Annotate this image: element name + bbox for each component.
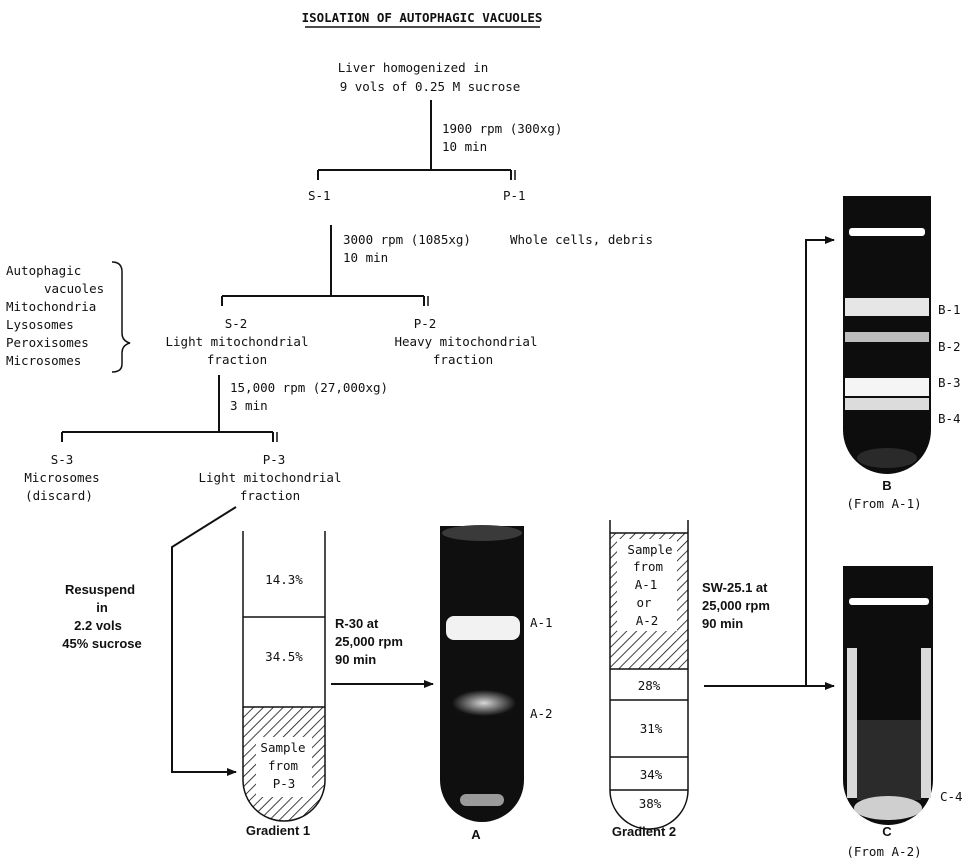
gradient1-sample-1: Sample bbox=[260, 740, 305, 755]
spin2-line1: SW-25.1 at bbox=[702, 580, 768, 595]
step2-speed: 3000 rpm (1085xg) bbox=[343, 232, 471, 247]
step1-time: 10 min bbox=[442, 139, 487, 154]
s1-label: S-1 bbox=[308, 188, 331, 203]
tube-b-band-1: B-1 bbox=[938, 302, 961, 317]
components-brace bbox=[112, 262, 130, 372]
component-3: Mitochondria bbox=[6, 299, 96, 314]
resuspend-line2: in bbox=[96, 600, 108, 615]
to-tube-b-arrow bbox=[806, 240, 834, 686]
gradient1-sample-3: P-3 bbox=[273, 776, 296, 791]
tube-c-photo bbox=[843, 566, 933, 825]
component-1: Autophagic bbox=[6, 263, 81, 278]
gradient1-layer-1: 14.3% bbox=[265, 572, 303, 587]
tube-b-band-3: B-3 bbox=[938, 375, 961, 390]
tube-c-source: (From A-2) bbox=[846, 844, 921, 859]
tube-c-name: C bbox=[882, 824, 892, 839]
component-5: Peroxisomes bbox=[6, 335, 89, 350]
resuspend-line4: 45% sucrose bbox=[62, 636, 142, 651]
step1-speed: 1900 rpm (300xg) bbox=[442, 121, 562, 136]
p2-line1: Heavy mitochondrial bbox=[395, 334, 538, 349]
resuspend-arrow bbox=[172, 507, 236, 772]
gradient1-name: Gradient 1 bbox=[246, 823, 310, 838]
component-2: vacuoles bbox=[44, 281, 104, 296]
tube-a-name: A bbox=[471, 827, 481, 842]
p3-label: P-3 bbox=[263, 452, 286, 467]
p3-line1: Light mitochondrial bbox=[199, 470, 342, 485]
start-line2: 9 vols of 0.25 M sucrose bbox=[340, 79, 521, 94]
gradient2-layer-2: 31% bbox=[640, 721, 663, 736]
component-6: Microsomes bbox=[6, 353, 81, 368]
component-4: Lysosomes bbox=[6, 317, 74, 332]
tube-b-photo bbox=[843, 196, 931, 474]
tube-a-band-1: A-1 bbox=[530, 615, 553, 630]
gradient2-sample-2: from bbox=[633, 559, 663, 574]
tube-b-source: (From A-1) bbox=[846, 496, 921, 511]
s2-line2: fraction bbox=[207, 352, 267, 367]
spin1-line3: 90 min bbox=[335, 652, 376, 667]
gradient2-layer-1: 28% bbox=[638, 678, 661, 693]
spin2-line3: 90 min bbox=[702, 616, 743, 631]
p1-label: P-1 bbox=[503, 188, 526, 203]
s2-line1: Light mitochondrial bbox=[166, 334, 309, 349]
tube-a-photo bbox=[440, 525, 524, 822]
p3-line2: fraction bbox=[240, 488, 300, 503]
gradient2-sample-4: or bbox=[636, 595, 652, 610]
gradient2-layer-4: 38% bbox=[639, 796, 662, 811]
p2-line2: fraction bbox=[433, 352, 493, 367]
diagram-title: ISOLATION OF AUTOPHAGIC VACUOLES bbox=[302, 10, 543, 25]
step2-time: 10 min bbox=[343, 250, 388, 265]
tube-b-band-2: B-2 bbox=[938, 339, 961, 354]
s3-line1: Microsomes bbox=[24, 470, 99, 485]
spin2-line2: 25,000 rpm bbox=[702, 598, 770, 613]
tube-c-band-1: C-4 bbox=[940, 789, 963, 804]
s3-line2: (discard) bbox=[25, 488, 93, 503]
resuspend-line1: Resuspend bbox=[65, 582, 135, 597]
tube-b-name: B bbox=[882, 478, 891, 493]
step3-time: 3 min bbox=[230, 398, 268, 413]
resuspend-line3: 2.2 vols bbox=[74, 618, 122, 633]
gradient2-sample-5: A-2 bbox=[636, 613, 659, 628]
gradient2-sample-1: Sample bbox=[627, 542, 672, 557]
gradient2-name: Gradient 2 bbox=[612, 824, 676, 839]
gradient1-layer-2: 34.5% bbox=[265, 649, 303, 664]
gradient2-layer-3: 34% bbox=[640, 767, 663, 782]
s2-label: S-2 bbox=[225, 316, 248, 331]
step3-speed: 15,000 rpm (27,000xg) bbox=[230, 380, 388, 395]
spin1-line1: R-30 at bbox=[335, 616, 379, 631]
gradient1-sample-2: from bbox=[268, 758, 298, 773]
tube-a-band-2: A-2 bbox=[530, 706, 553, 721]
tube-b-band-4: B-4 bbox=[938, 411, 961, 426]
s3-label: S-3 bbox=[51, 452, 74, 467]
p2-label: P-2 bbox=[414, 316, 437, 331]
gradient2-sample-3: A-1 bbox=[635, 577, 658, 592]
start-line1: Liver homogenized in bbox=[338, 60, 489, 75]
p1-description: Whole cells, debris bbox=[510, 232, 653, 247]
spin1-line2: 25,000 rpm bbox=[335, 634, 403, 649]
